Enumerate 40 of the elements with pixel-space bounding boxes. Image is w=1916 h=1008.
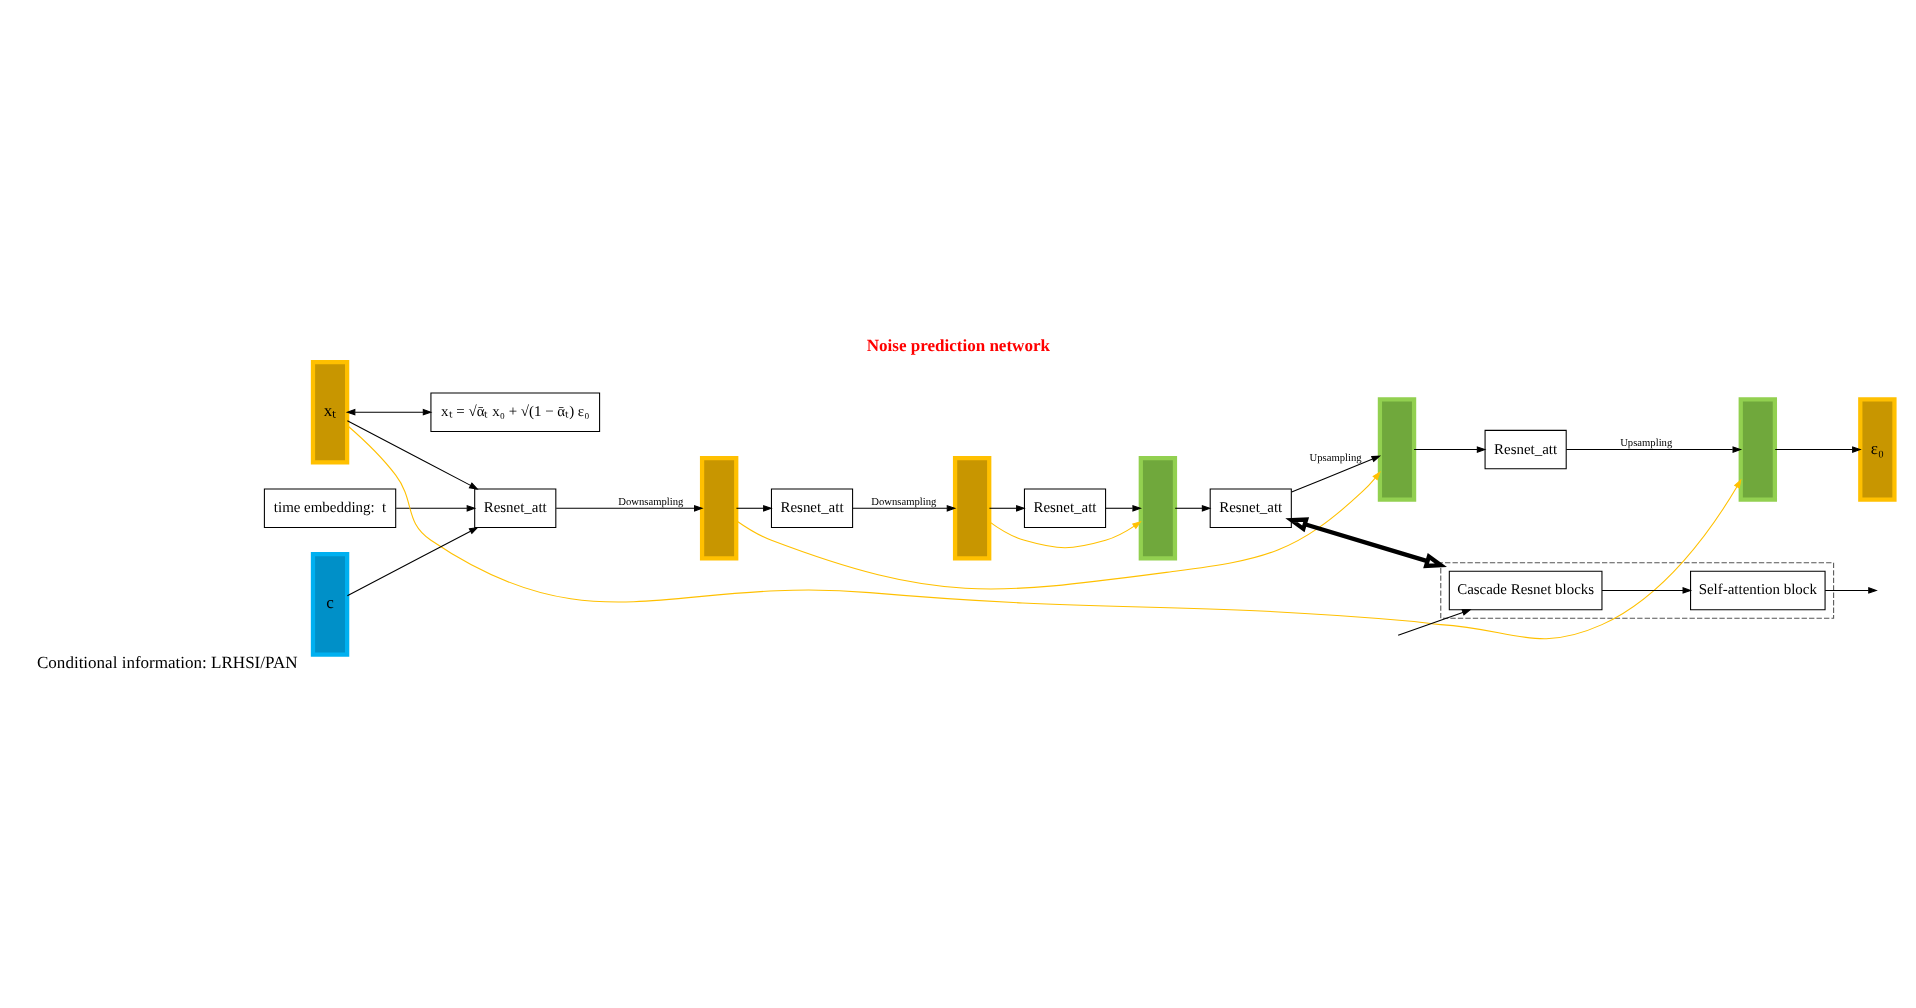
diagram-title: Noise prediction network xyxy=(866,335,1050,356)
node-box xyxy=(952,455,992,561)
node-box: Cascade Resnet blocks xyxy=(1448,570,1603,611)
node-box: Resnet_att xyxy=(474,488,557,528)
arrow xyxy=(1601,587,1693,594)
node-box xyxy=(1738,397,1778,502)
node-box: xₜ xyxy=(310,359,350,465)
arrow xyxy=(1824,587,1878,594)
node-box: xₜ = √ᾱₜ x₀ + √(1 − ᾱₜ) ε₀ xyxy=(430,392,601,432)
arrow xyxy=(346,425,1742,640)
node-box xyxy=(699,455,739,561)
node-label: Conditional information: LRHSI/PAN xyxy=(37,652,298,673)
node-box: Resnet_att xyxy=(770,488,854,528)
arrow xyxy=(1174,504,1212,512)
arrow xyxy=(346,420,479,490)
arrow xyxy=(852,504,957,512)
node-box: ε₀ xyxy=(1858,397,1897,502)
arrow xyxy=(1285,517,1447,569)
node-box: Self-attention block xyxy=(1690,570,1826,611)
arrow xyxy=(989,520,1142,549)
arrow xyxy=(1291,455,1382,493)
arrow xyxy=(346,526,479,597)
arrow xyxy=(555,504,704,512)
arrow xyxy=(1397,609,1472,636)
arrow xyxy=(1105,504,1142,512)
arrow xyxy=(735,470,1381,590)
arrow xyxy=(1565,446,1743,453)
node-box: time embedding: t xyxy=(263,488,397,528)
arrow xyxy=(988,504,1026,512)
node-box: c xyxy=(310,552,350,657)
node-box: Resnet_att xyxy=(1209,488,1292,528)
arrow xyxy=(345,408,433,416)
arrow xyxy=(1413,446,1487,453)
node-box xyxy=(1138,455,1178,561)
node-box: Resnet_att xyxy=(1484,429,1567,470)
arrow xyxy=(735,504,773,512)
arrow xyxy=(1774,446,1862,453)
node-box xyxy=(1377,397,1417,502)
arrow xyxy=(395,504,477,512)
node-box: Resnet_att xyxy=(1023,488,1107,528)
